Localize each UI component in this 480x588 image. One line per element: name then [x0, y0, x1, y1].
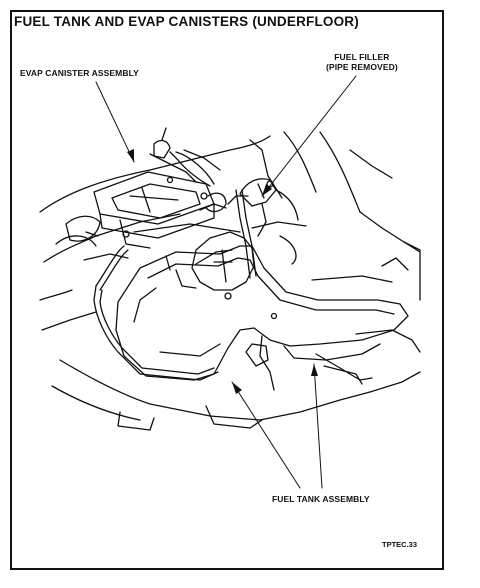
leader-arrowheads — [127, 149, 318, 394]
vehicle-floor-structure — [39, 131, 421, 431]
leader-fuel-tank-left — [231, 381, 301, 489]
leader-fuel-filler — [261, 75, 357, 197]
arrowhead-tank-right — [311, 364, 318, 376]
label-fuel-filler: FUEL FILLER (PIPE REMOVED) — [326, 52, 398, 72]
evap-canister-assembly — [55, 127, 241, 249]
arrowhead-filler — [262, 184, 272, 196]
diagram-title: FUEL TANK AND EVAP CANISTERS (UNDERFLOOR… — [14, 14, 359, 29]
label-fuel-filler-line2: (PIPE REMOVED) — [326, 62, 398, 72]
figure-code: TPTEC.33 — [382, 540, 418, 549]
label-fuel-filler-line1: FUEL FILLER — [334, 52, 390, 62]
arrowhead-evap — [127, 149, 134, 162]
leader-fuel-tank-right — [313, 363, 323, 489]
leader-lines — [95, 75, 357, 489]
fuel-tank-assembly — [115, 231, 409, 391]
label-evap-canister-assembly: EVAP CANISTER ASSEMBLY — [20, 68, 139, 78]
fuel-filler-area — [239, 178, 299, 237]
evap-lines — [93, 151, 257, 381]
leader-evap-canister — [95, 81, 135, 163]
label-fuel-tank-assembly: FUEL TANK ASSEMBLY — [272, 494, 370, 504]
arrowhead-tank-left — [232, 382, 242, 394]
